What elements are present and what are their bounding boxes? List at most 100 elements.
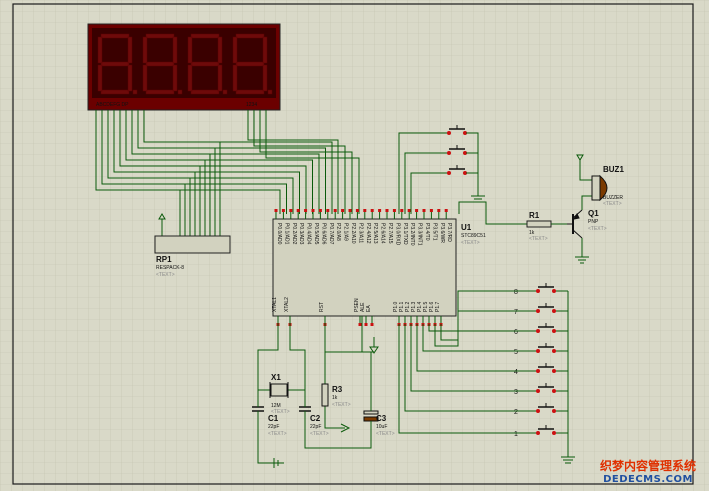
u1-top-pin-marker [281, 209, 285, 212]
rp1-resistor-pack[interactable]: RP1 RESPACK-8 <TEXT> [154, 213, 231, 278]
keypad-button[interactable]: 3 [514, 383, 556, 396]
u1-bottom-pin-label: P1.0 [393, 301, 399, 312]
u1-top-pin-label: P2.4/A12 [365, 223, 371, 244]
c1-capacitor[interactable]: C1 22pF <TEXT> [252, 396, 287, 437]
u1-top-pin-marker [274, 209, 278, 212]
r1-resistor[interactable]: R1 1k <TEXT> [526, 211, 567, 242]
u1-top-pin-label: P3.7/RD [446, 223, 452, 242]
u1-bottom-pin-label: P1.5 [423, 301, 429, 312]
r1-hint: <TEXT> [529, 236, 548, 242]
display-digits-label: 1234 [246, 102, 257, 108]
c2-capacitor[interactable]: C2 22pF <TEXT> [299, 396, 329, 437]
u1-top-pin-marker [392, 209, 396, 212]
u1-top-pin-label: P2.5/A13 [372, 223, 378, 244]
watermark-en: DEDECMS.COM [603, 474, 693, 485]
u1-value: STC89C51 [461, 233, 486, 239]
push-button[interactable] [440, 165, 472, 175]
u1-top-pin-label: P0.0/AD0 [276, 223, 282, 245]
u1-top-pin-label: P2.0/A8 [335, 223, 341, 241]
u1-top-pin-marker [348, 209, 352, 212]
c1-value: 22pF [268, 424, 279, 430]
keypad-button-label: 1 [514, 431, 518, 438]
display-digit [187, 33, 228, 95]
keypad-button[interactable]: 2 [514, 403, 556, 416]
r1-value: 1k [529, 230, 535, 236]
u1-top-pin-marker [378, 209, 382, 212]
c3-hint: <TEXT> [376, 431, 395, 437]
u1-top-pin-marker [304, 209, 308, 212]
u1-top-pin-label: P3.2/INT0 [409, 223, 415, 246]
q1-ref: Q1 [588, 209, 599, 218]
display-digit [232, 33, 273, 95]
u1-top-pin-marker [437, 209, 441, 212]
r3-resistor[interactable]: R3 1k <TEXT> [321, 383, 351, 408]
seven-segment-display[interactable]: ABCDEFG DP 1234 [87, 23, 281, 111]
u1-top-pin-marker [289, 209, 293, 212]
keypad-buttons[interactable]: 8 7 6 5 4 3 2 1 [514, 283, 556, 438]
u1-top-pin-label: P2.1/A9 [343, 223, 349, 241]
u1-bottom-pin-label: P1.3 [411, 301, 417, 312]
watermark-cn: 织梦内容管理系统 [599, 459, 696, 473]
rp1-value: RESPACK-8 [156, 265, 184, 271]
push-button[interactable] [440, 125, 472, 135]
u1-hint: <TEXT> [461, 240, 480, 246]
u1-top-pin-marker [318, 209, 322, 212]
c3-capacitor[interactable]: C3 10uF <TEXT> [363, 408, 395, 437]
u1-bottom-pin-label: P1.2 [405, 301, 411, 312]
u1-top-pin-label: P3.4/T0 [424, 223, 430, 241]
u1-top-pin-marker [407, 209, 411, 212]
keypad-button-label: 6 [514, 329, 518, 336]
u1-top-pin-marker [370, 209, 374, 212]
keypad-button[interactable]: 5 [514, 343, 556, 356]
x1-value: 12M [271, 403, 281, 409]
u1-top-pin-marker [400, 209, 404, 212]
c2-value: 22pF [310, 424, 321, 430]
keypad-button[interactable]: 7 [514, 303, 556, 316]
buz1-hint: <TEXT> [603, 201, 622, 207]
q1-hint: <TEXT> [588, 226, 607, 232]
push-button[interactable] [440, 145, 472, 155]
u1-top-pin-marker [311, 209, 315, 212]
u1-top-pin-marker [444, 209, 448, 212]
u1-bottom-pin-label: RST [319, 302, 325, 312]
q1-wires [575, 195, 592, 264]
display-digit [142, 33, 183, 95]
u1-bottom-pin-marker [370, 323, 374, 326]
u1-top-pin-label: P0.1/AD1 [283, 223, 289, 245]
x1-crystal[interactable]: X1 12M <TEXT> [269, 373, 290, 415]
u1-top-pin-label: P2.7/A15 [387, 223, 393, 244]
keypad-button-label: 8 [514, 289, 518, 296]
u1-top-pin-label: P3.1/TXD [402, 223, 408, 245]
u1-bottom-pin-marker [358, 323, 362, 326]
u1-bottom-pin-label: ALE [360, 302, 366, 312]
u1-top-pin-marker [355, 209, 359, 212]
u1-top-pin-label: P0.3/AD3 [298, 223, 304, 245]
buz1-buzzer[interactable]: BUZ1 BUZZER <TEXT> [576, 154, 624, 207]
q1-value: PNP [588, 219, 599, 225]
u1-top-pin-label: P0.6/AD6 [320, 223, 326, 245]
keypad-button[interactable]: 4 [514, 363, 556, 376]
q1-transistor[interactable]: Q1 PNP <TEXT> [567, 209, 607, 239]
top-button-group[interactable] [440, 125, 472, 175]
u1-top-pin-marker [341, 209, 345, 212]
watermark: 织梦内容管理系统 DEDECMS.COM [593, 457, 703, 485]
keypad-button[interactable]: 8 [514, 283, 556, 296]
u1-top-pin-marker [296, 209, 300, 212]
sheet-border [12, 3, 694, 485]
u1-top-pin-label: P3.3/INT1 [417, 223, 423, 246]
u1-top-pin-label: P0.5/AD5 [313, 223, 319, 245]
u1-top-pin-marker [415, 209, 419, 212]
rp1-hint: <TEXT> [156, 272, 175, 278]
keypad-button[interactable]: 6 [514, 323, 556, 336]
buz1-value: BUZZER [603, 195, 623, 201]
u1-top-pin-label: P3.5/T1 [431, 223, 437, 241]
c2-ref: C2 [310, 414, 321, 423]
u1-bottom-pin-label: XTAL1 [272, 297, 278, 312]
u1-top-pin-label: P3.0/RXD [394, 223, 400, 246]
u1-top-pin-marker [385, 209, 389, 212]
keypad-button[interactable]: 1 [514, 425, 556, 438]
u1-top-pin-label: P0.4/AD4 [306, 223, 312, 245]
u1-bottom-pin-label: P1.6 [429, 301, 435, 312]
